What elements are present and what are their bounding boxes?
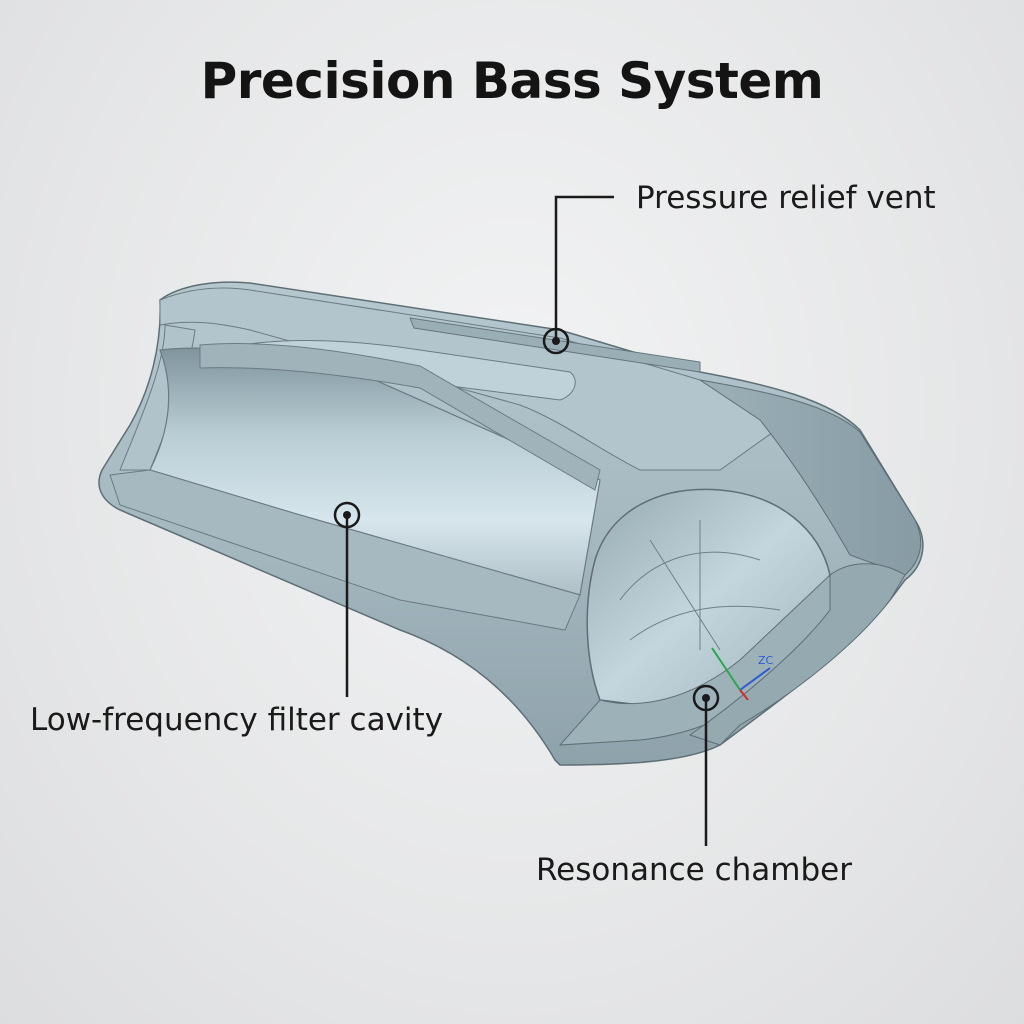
- callout-cavity: [333, 501, 361, 697]
- callout-chamber-label: Resonance chamber: [536, 852, 852, 888]
- vent-slot: [409, 317, 701, 373]
- filter-cavity-upper-lip: [199, 343, 601, 491]
- callout-cavity-label: Low-frequency filter cavity: [30, 702, 444, 738]
- nozzle-face: [688, 563, 906, 746]
- body-right-face: [699, 379, 922, 576]
- filter-cavity-lower-wall: [109, 469, 581, 631]
- chamber-dome-line-2: [629, 605, 781, 641]
- chamber-dome-line-4: [649, 539, 721, 651]
- callout-vent-label: Pressure relief vent: [636, 180, 936, 216]
- callout-vent: [542, 195, 614, 355]
- cad-axis-zc-label: ZC: [758, 654, 774, 667]
- cad-axis-triad: ZC: [711, 647, 774, 701]
- chamber-dome-line-1: [619, 551, 761, 601]
- diagram-title: Precision Bass System: [200, 52, 824, 110]
- callout-chamber: [692, 684, 720, 846]
